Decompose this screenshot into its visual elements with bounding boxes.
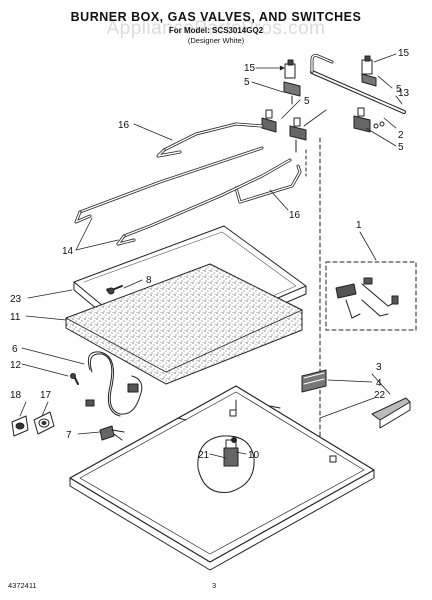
callout-14: 14 — [62, 246, 74, 257]
ignition-switch — [99, 425, 125, 441]
callout-3: 3 — [376, 362, 382, 373]
gas-valve-center — [261, 109, 307, 153]
gas-valve-right — [353, 107, 385, 133]
callout-16-lower: 16 — [289, 210, 301, 221]
callout-5-upper-left: 5 — [244, 77, 250, 88]
callout-5-center: 5 — [304, 96, 310, 107]
cover-screw — [107, 285, 123, 295]
manifold-pipe — [310, 54, 406, 114]
callout-15-right: 15 — [398, 48, 410, 59]
callout-22: 22 — [374, 390, 386, 401]
callout-16-upper: 16 — [118, 120, 130, 131]
callout-23: 23 — [10, 294, 22, 305]
wire-harness — [85, 351, 143, 417]
switch-bracket — [33, 411, 55, 435]
callout-6: 6 — [12, 344, 18, 355]
callout-12: 12 — [10, 360, 22, 371]
ignitor-kit-inset — [325, 261, 417, 331]
callout-2: 2 — [398, 130, 404, 141]
callout-17: 17 — [40, 390, 52, 401]
callout-leaders — [19, 53, 403, 459]
callout-1: 1 — [356, 220, 362, 231]
switch-grommet — [11, 415, 29, 437]
callout-10: 10 — [248, 450, 260, 461]
model-number: For Model: SCS3014GQ2 — [168, 26, 264, 35]
page-number: 3 — [212, 581, 217, 590]
callout-7: 7 — [66, 430, 72, 441]
ground-lug — [70, 373, 79, 385]
gas-valve-upper-right — [361, 55, 377, 87]
burner-tube-long — [74, 146, 292, 246]
callout-8: 8 — [146, 275, 152, 286]
document-number: 4372411 — [8, 581, 37, 590]
diagram-title: BURNER BOX, GAS VALVES, AND SWITCHES — [70, 10, 362, 24]
callout-5-upper-right: 5 — [396, 84, 402, 95]
callout-4: 4 — [376, 378, 382, 389]
callout-21: 21 — [198, 450, 210, 461]
callout-labels: 15 15 5 5 5 5 13 2 16 16 14 1 8 23 11 6 … — [10, 48, 410, 461]
callout-11: 11 — [10, 312, 21, 323]
callout-13: 13 — [398, 88, 410, 99]
burner-tube-lower-right — [234, 164, 302, 204]
terminal-block — [301, 369, 327, 393]
callout-5-lower-right: 5 — [398, 142, 404, 153]
spark-module-well — [197, 435, 255, 493]
callout-18: 18 — [10, 390, 22, 401]
gas-valve-upper-left — [283, 59, 301, 105]
insulation-pad — [65, 263, 303, 385]
mounting-bracket — [371, 397, 411, 429]
callout-15-left: 15 — [244, 63, 256, 74]
burner-tube-upper — [156, 122, 264, 158]
model-variant: (Designer White) — [187, 36, 245, 45]
